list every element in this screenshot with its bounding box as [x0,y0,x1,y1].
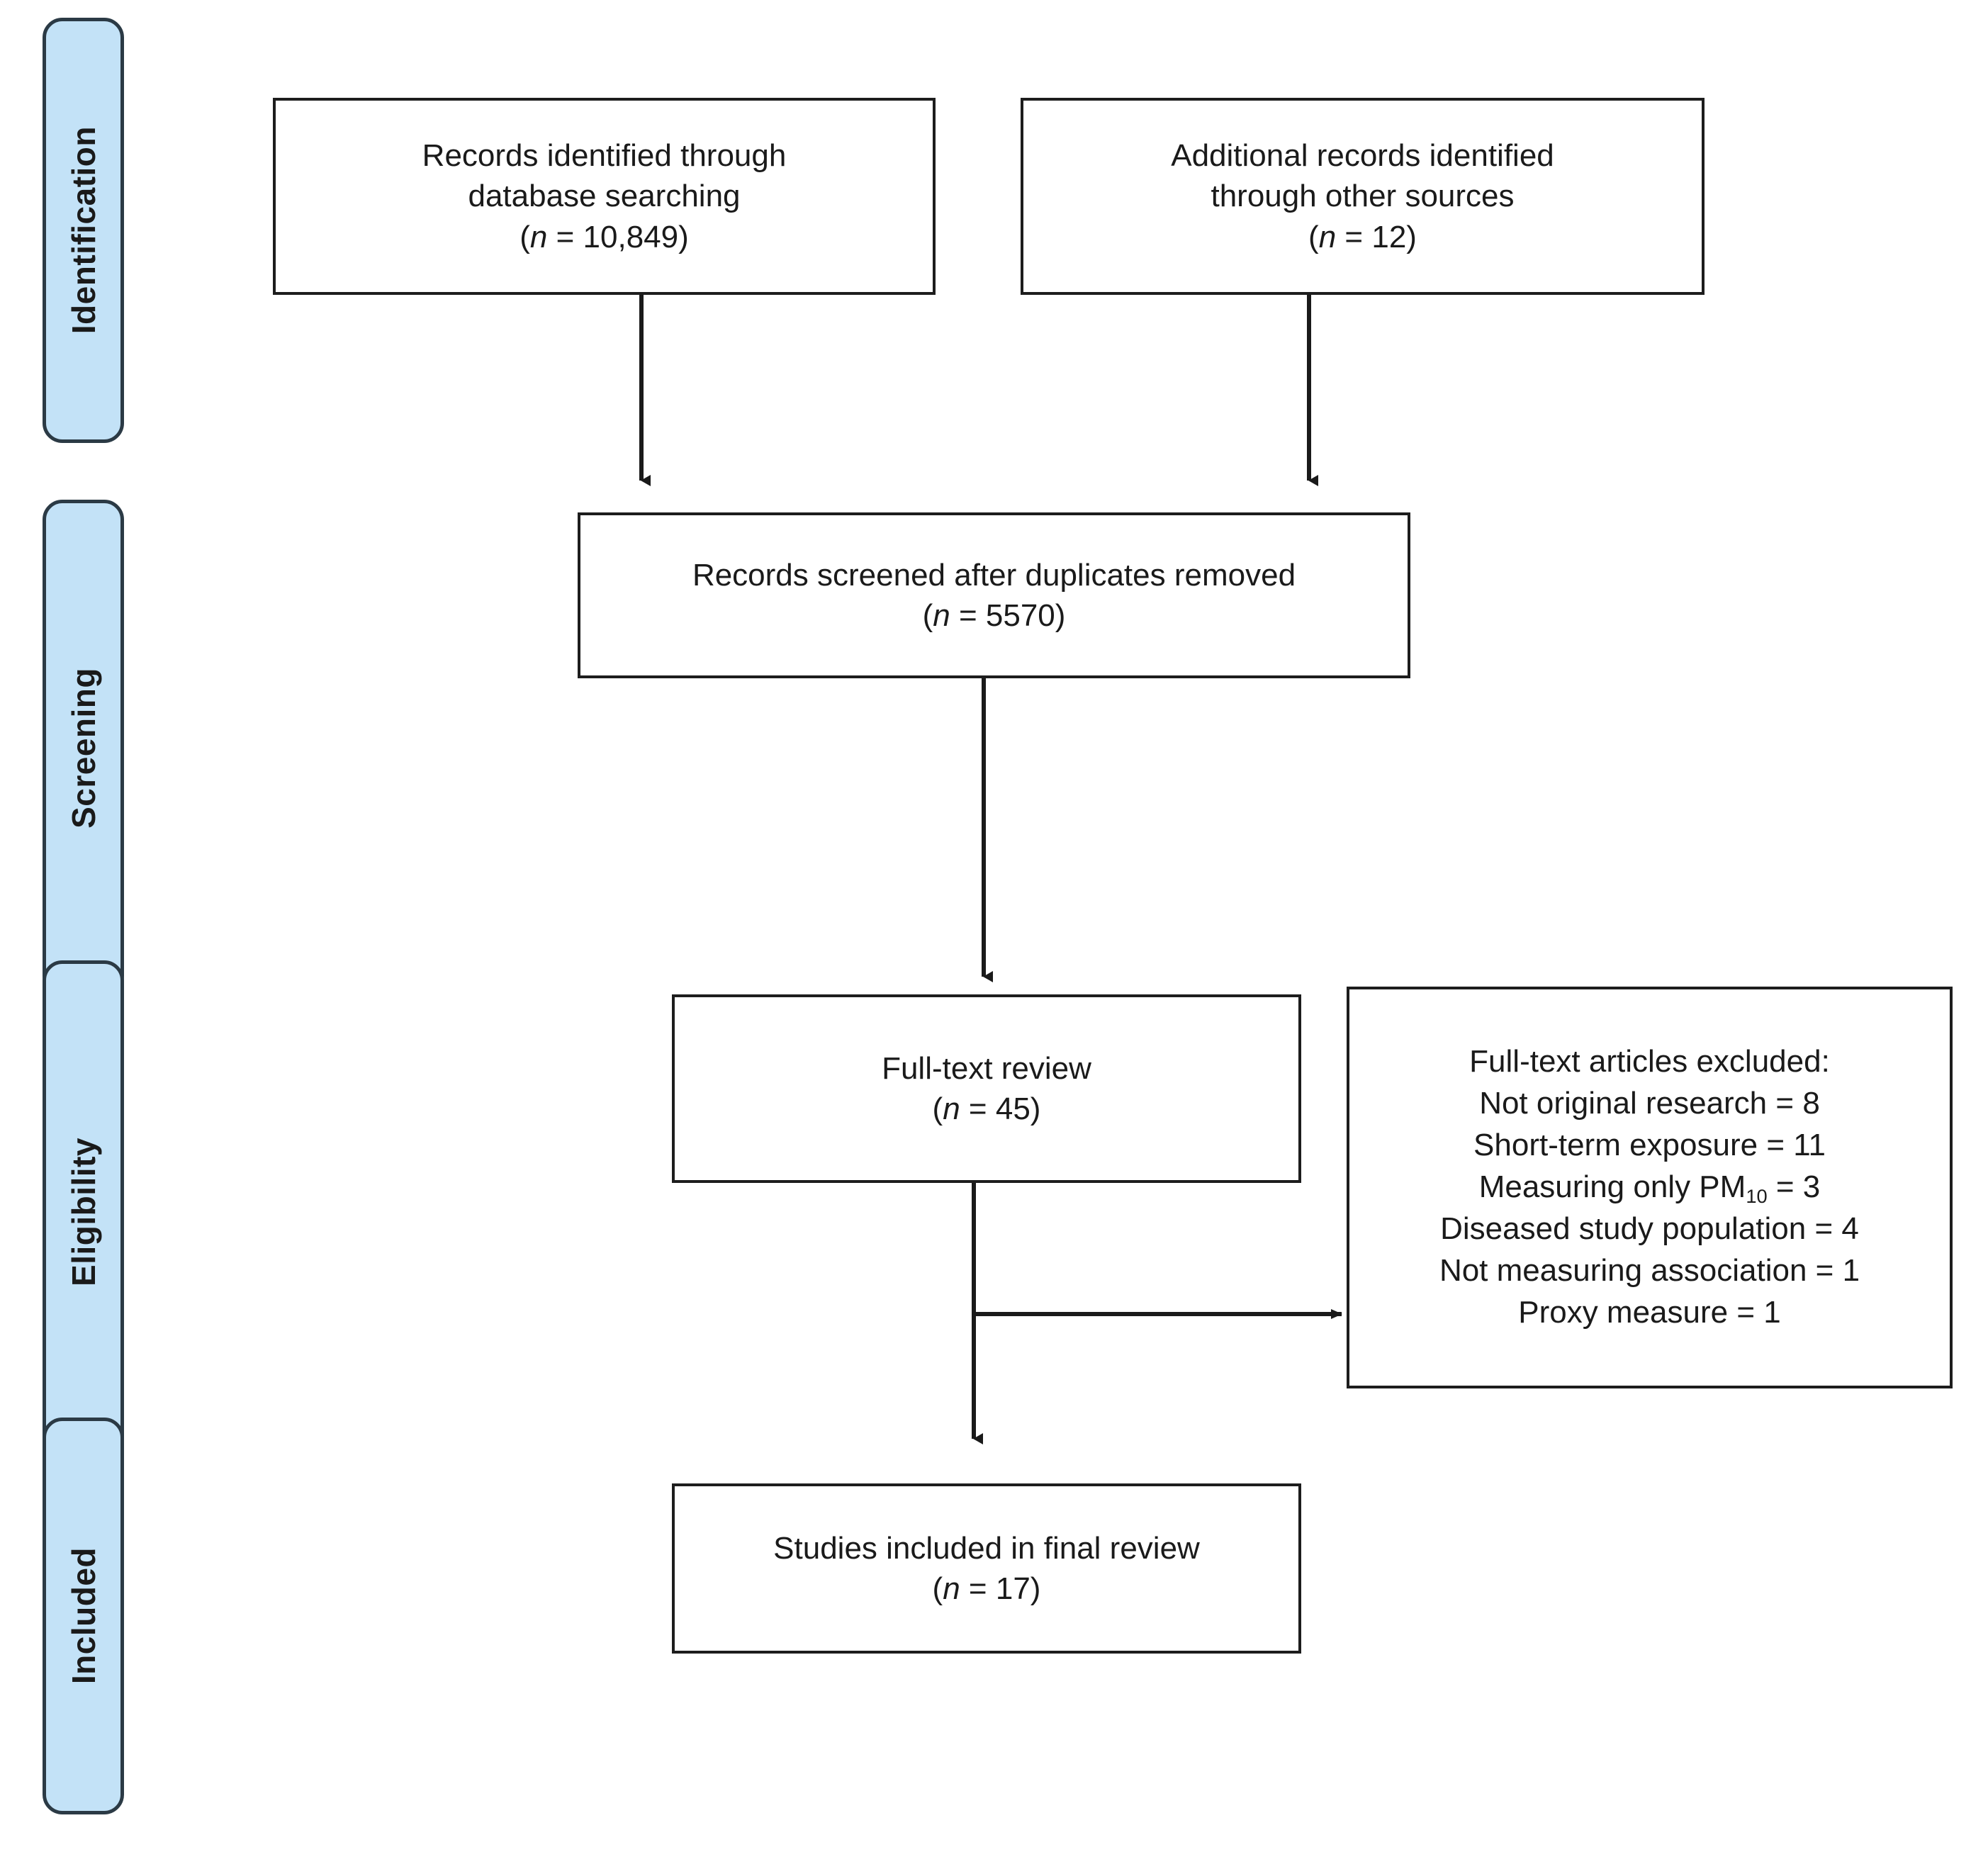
excluded-count: 1 [1763,1294,1781,1330]
excluded-count: 8 [1802,1086,1820,1121]
records-screened-count: (n = 5570) [922,598,1066,633]
studies-included-n-value: 17 [995,1571,1030,1606]
stage-label-eligibility: Eligibility [64,1138,102,1286]
box-records-screened: Records screened after duplicates remove… [578,512,1410,678]
stage-bar-included: Included [43,1418,124,1814]
excluded-count: 1 [1842,1252,1860,1288]
database-records-line2: database searching [468,179,741,214]
n-symbol: n [529,219,548,254]
stage-label-identification: Identification [64,126,102,335]
studies-included-count: (n = 17) [932,1571,1041,1606]
fulltext-review-line1: Full-text review [882,1050,1091,1086]
stage-bar-eligibility: Eligibility [43,960,124,1464]
box-other-records: Additional records identified through ot… [1021,98,1705,295]
excluded-reason-proxy-measure: Proxy measure = 1 [1518,1294,1781,1330]
n-symbol: n [933,598,950,633]
box-database-records: Records identified through database sear… [273,98,936,295]
other-records-n-value: 12 [1371,219,1407,254]
n-symbol: n [1318,219,1337,254]
records-screened-line1: Records screened after duplicates remove… [692,557,1296,593]
other-records-line2: through other sources [1211,179,1515,214]
box-studies-included: Studies included in final review (n = 17… [672,1483,1301,1654]
fulltext-review-n-value: 45 [995,1091,1030,1126]
excluded-reason-short-term-exposure: Short-term exposure = 11 [1473,1128,1826,1163]
box-fulltext-review: Full-text review (n = 45) [672,994,1301,1183]
box-articles-excluded: Full-text articles excluded: Not origina… [1347,987,1953,1388]
studies-included-line1: Studies included in final review [773,1530,1200,1566]
excluded-count: 4 [1841,1211,1859,1246]
other-records-count: (n = 12) [1308,219,1417,254]
database-records-count: (n = 10,849) [520,219,689,254]
excluded-reason-diseased-study-population: Diseased study population = 4 [1440,1211,1859,1246]
pm10-subscript: 10 [1746,1185,1768,1208]
stage-bar-identification: Identification [43,18,124,443]
fulltext-review-count: (n = 45) [932,1091,1041,1126]
n-symbol: n [943,1571,960,1606]
database-records-n-value: 10,849 [583,219,679,254]
excluded-reason-not-original-research: Not original research = 8 [1479,1086,1820,1121]
stage-bar-screening: Screening [43,500,124,996]
database-records-line1: Records identified through [422,138,787,174]
excluded-reason-not-measuring-association: Not measuring association = 1 [1439,1252,1860,1288]
n-symbol: n [943,1091,960,1126]
other-records-line1: Additional records identified [1171,138,1554,174]
records-screened-n-value: 5570 [985,598,1055,633]
excluded-count: 11 [1793,1128,1826,1163]
excluded-count: 3 [1802,1169,1821,1205]
excluded-reason-measuring-only-pm10: Measuring only PM10 = 3 [1478,1169,1821,1208]
stage-label-included: Included [64,1547,102,1685]
stage-label-screening: Screening [64,667,102,829]
excluded-heading: Full-text articles excluded: [1469,1044,1830,1079]
